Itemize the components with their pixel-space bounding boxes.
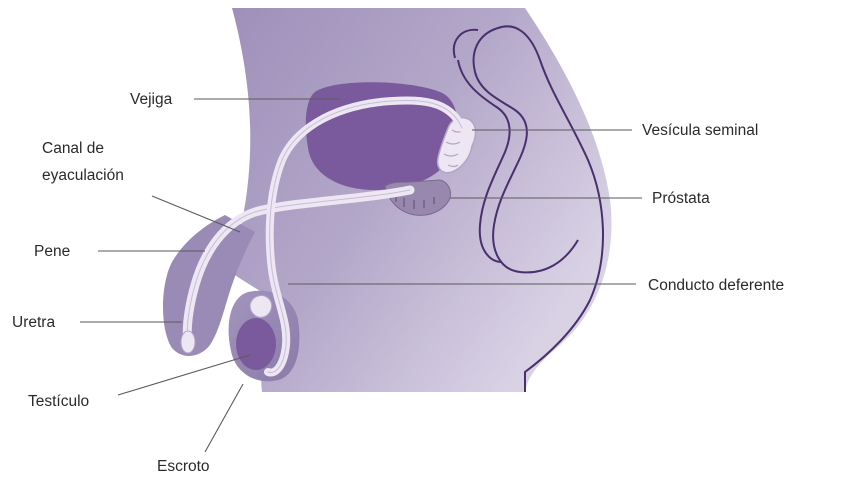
label-testiculo: Testículo: [28, 393, 89, 410]
leader-testiculo: [118, 355, 250, 395]
label-canal-line2: eyaculación: [42, 167, 124, 184]
urethra-tip: [181, 331, 195, 353]
label-escroto: Escroto: [157, 458, 210, 475]
label-vesicula: Vesícula seminal: [642, 122, 758, 139]
label-prostata: Próstata: [652, 190, 710, 207]
testicle: [236, 318, 276, 370]
epididymis: [250, 296, 272, 318]
label-uretra: Uretra: [12, 314, 55, 331]
label-conducto: Conducto deferente: [648, 277, 784, 294]
leader-escroto: [205, 384, 243, 452]
label-canal-line1: Canal de: [42, 140, 104, 157]
label-vejiga: Vejiga: [130, 91, 173, 108]
leader-canal: [152, 196, 240, 232]
label-pene: Pene: [34, 243, 70, 260]
